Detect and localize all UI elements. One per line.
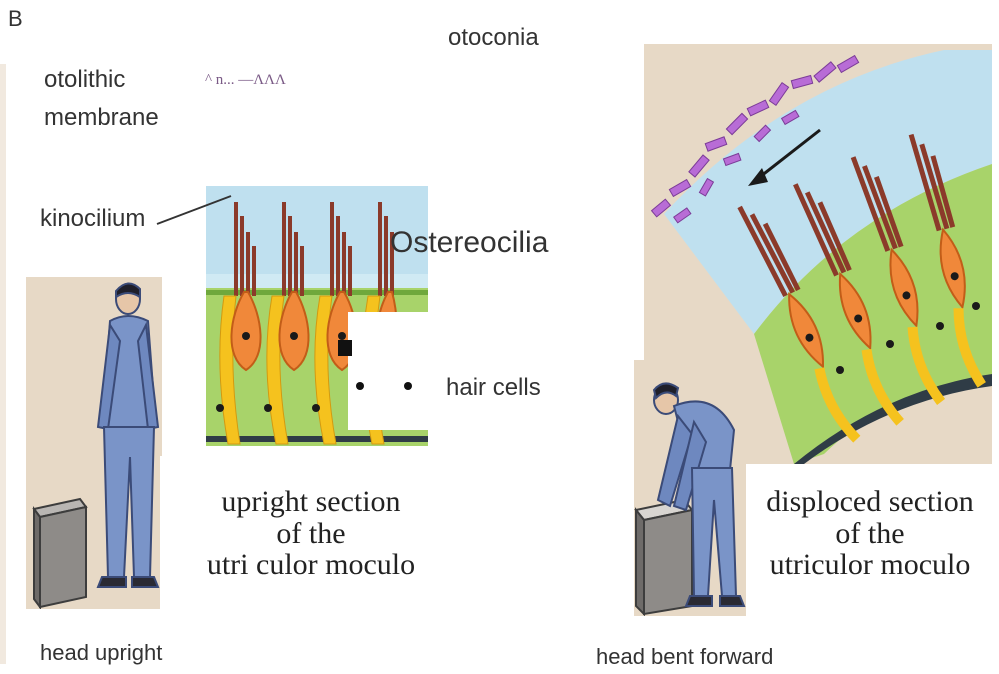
otolithic-label: otolithic xyxy=(44,66,125,94)
bent-box xyxy=(636,500,692,614)
otoconia-label: otoconia xyxy=(448,24,539,52)
stereocilia-label: Ostereocilia xyxy=(390,226,548,260)
kinocilium-pointer xyxy=(155,192,235,232)
head-bent-label: head bent forward xyxy=(596,644,773,670)
displaced-caption: disploced section of the utriculor mocul… xyxy=(748,486,992,581)
panel-letter: B xyxy=(8,6,23,32)
displaced-caption-line-2: of the xyxy=(748,518,992,550)
upright-caption-line-3: utri culor moculo xyxy=(196,549,426,581)
membrane-label: membrane xyxy=(44,104,159,132)
upright-person-illustration xyxy=(26,277,162,609)
otoconia-artifact-text: ^ n... —ΛΛΛ xyxy=(205,72,286,89)
displaced-caption-line-1: disploced section xyxy=(748,486,992,518)
label-occluder xyxy=(348,312,432,430)
cell-boundary xyxy=(206,290,428,295)
kinocilium-label: kinocilium xyxy=(40,205,145,233)
left-edge-strip xyxy=(0,64,6,664)
bent-person-illustration xyxy=(634,360,746,616)
bullet-dot-1 xyxy=(356,382,364,390)
box xyxy=(34,499,86,607)
hair-cells-label: hair cells xyxy=(446,374,541,402)
gel-lower-band xyxy=(206,274,428,288)
upright-person xyxy=(98,283,158,587)
bullet-dot-2 xyxy=(404,382,412,390)
head-upright-label: head upright xyxy=(40,640,162,666)
upright-caption-line-1: upright section xyxy=(196,486,426,518)
upright-caption: upright section of the utri culor moculo xyxy=(196,486,426,581)
upright-caption-line-2: of the xyxy=(196,518,426,550)
displaced-caption-line-3: utriculor moculo xyxy=(748,549,992,581)
marker-square xyxy=(338,340,352,356)
